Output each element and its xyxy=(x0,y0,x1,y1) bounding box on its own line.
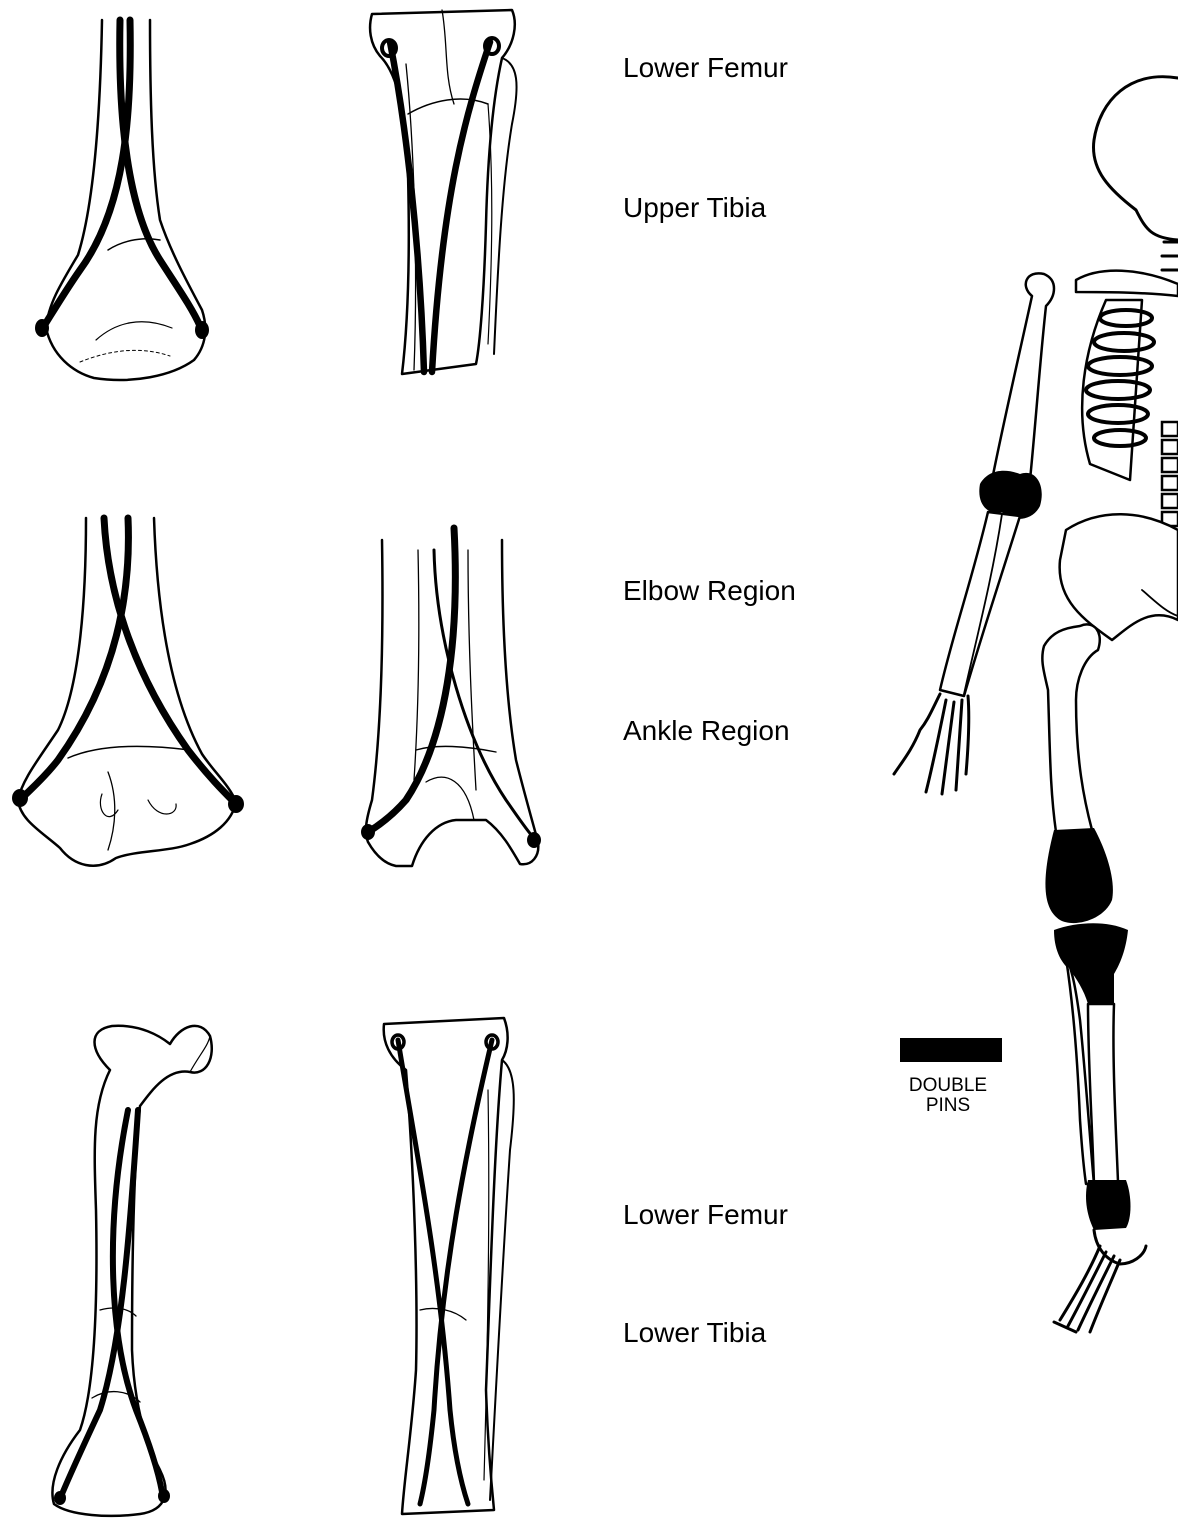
femur-pinned-icon xyxy=(40,1010,220,1522)
label-lower-tibia: Lower Tibia xyxy=(623,1317,766,1349)
label-lower-femur-top: Lower Femur xyxy=(623,52,788,84)
skeleton-icon xyxy=(880,60,1178,1350)
upper-tibia-pinned-icon xyxy=(362,4,542,384)
lower-femur-pinned-icon xyxy=(20,10,220,390)
elbow-pinned-icon xyxy=(8,510,248,880)
label-elbow-region: Elbow Region xyxy=(623,575,796,607)
label-upper-tibia: Upper Tibia xyxy=(623,192,766,224)
tibia-pinned-icon xyxy=(376,1010,536,1522)
ankle-pinned-icon xyxy=(356,520,546,870)
label-lower-femur-bottom: Lower Femur xyxy=(623,1199,788,1231)
label-ankle-region: Ankle Region xyxy=(623,715,790,747)
